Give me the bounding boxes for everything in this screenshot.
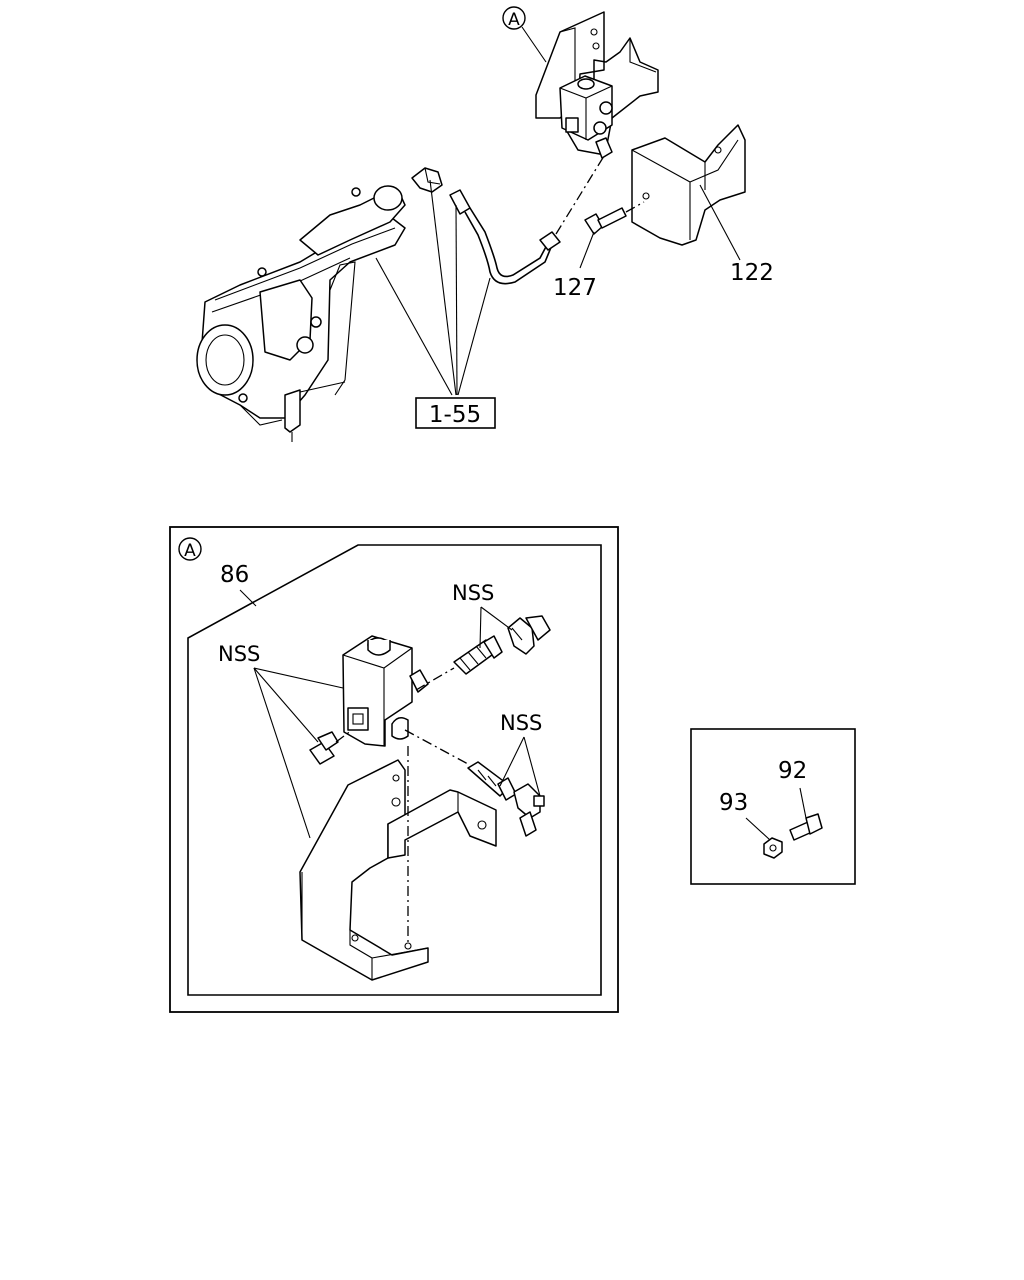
detail-a-outer-frame	[169, 526, 619, 1013]
valve-bracket-detail	[299, 759, 497, 981]
leaders-nss-left	[253, 667, 344, 839]
detail-marker-a-top: A	[502, 6, 547, 63]
leaders-nss-lower-right	[499, 736, 541, 797]
elbow-fitting-lower	[513, 783, 545, 837]
solenoid-valve-detail	[342, 635, 429, 747]
ref-label-1-55: 1-55	[429, 402, 481, 428]
plug-fitting-left	[309, 729, 353, 765]
elbow-fitting-upper	[507, 615, 551, 655]
flexible-hose	[464, 211, 553, 285]
top-assembly: 1-55 A	[196, 6, 774, 442]
callout-86: 86	[220, 562, 249, 588]
callout-92: 92	[778, 758, 807, 784]
leaders-nss-upper-right	[479, 606, 513, 649]
engine-pump-illustration	[196, 185, 406, 442]
elbow-fitting-top	[411, 167, 443, 193]
callout-93: 93	[719, 790, 748, 816]
callout-nss-upper-right: NSS	[452, 581, 494, 605]
svg-text:A: A	[508, 10, 520, 30]
callout-nss-left: NSS	[218, 642, 260, 666]
nut-93	[763, 837, 783, 859]
connector-fitting-upper	[415, 635, 503, 691]
hose-fitting-end	[539, 231, 561, 251]
callout-127: 127	[553, 275, 597, 301]
connector-fitting-lower	[404, 729, 517, 801]
hardware-panel: 92 93	[690, 728, 856, 885]
svg-text:A: A	[184, 541, 196, 561]
callout-122: 122	[730, 260, 774, 286]
bolt-127	[579, 201, 645, 269]
valve-bracket-top	[535, 11, 659, 159]
leader-lines-1-55	[375, 179, 491, 396]
detail-a-panel: A 86	[169, 526, 619, 1013]
hose-end-fitting	[449, 189, 471, 215]
bolt-92	[789, 813, 823, 841]
detail-a-inner-frame	[187, 544, 602, 996]
detail-marker-a: A	[178, 537, 202, 561]
callout-nss-lower-right: NSS	[500, 711, 542, 735]
cover-bracket-122	[631, 124, 746, 261]
ref-box-1-55	[415, 397, 496, 429]
hardware-frame	[690, 728, 856, 885]
